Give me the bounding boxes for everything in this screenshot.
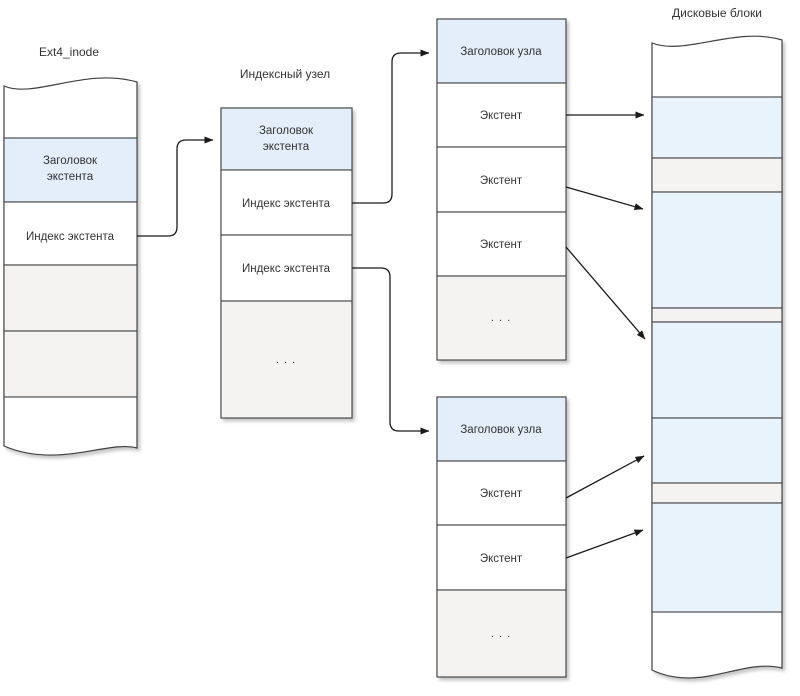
inode-header-label-line2: экстента xyxy=(47,171,94,183)
leaf-bottom-filler-cell xyxy=(436,589,567,678)
connectors xyxy=(137,49,646,559)
leaf-top-extent2-label: Экстент xyxy=(480,175,523,187)
arrow-extent2-to-disk-block2 xyxy=(565,186,644,211)
index-node-index1-cell xyxy=(220,169,353,236)
disk-gap-3 xyxy=(651,482,783,504)
disk-block-4 xyxy=(651,417,783,484)
leaf-bottom-extent1-label: Экстент xyxy=(480,488,523,500)
disk-gap-1 xyxy=(651,157,783,193)
leaf-bottom-header-cell xyxy=(436,396,567,462)
leaf-top-filler-cell xyxy=(436,275,567,361)
disk-block-2 xyxy=(651,191,783,309)
inode-header-label-line1: Заголовок xyxy=(43,155,98,167)
inode-filler-cell-1 xyxy=(3,264,138,332)
arrow-extent3-to-disk-block3 xyxy=(565,246,646,340)
leaf-node-bottom-box: Заголовок узла Экстент Экстент . . . xyxy=(436,396,567,678)
index-node-header-label-line2: экстента xyxy=(263,141,310,153)
disk-gap-2 xyxy=(651,307,783,323)
leaf-top-extent1-label: Экстент xyxy=(480,110,523,122)
disk-block-1 xyxy=(651,96,783,159)
leaf-top-header-label: Заголовок узла xyxy=(460,46,542,58)
arrow-index1-to-leaf-top xyxy=(352,49,430,204)
disk-blocks-column xyxy=(651,35,783,679)
inode-filler-cell-2 xyxy=(3,330,138,398)
leaf-top-extent1-cell xyxy=(436,82,567,148)
disk-block-3 xyxy=(651,321,783,419)
leaf-top-extent3-label: Экстент xyxy=(480,239,523,251)
leaf-bottom-ellipsis: . . . xyxy=(491,628,511,640)
inode-title: Ext4_inode xyxy=(39,45,99,59)
leaf-top-extent2-cell xyxy=(436,146,567,213)
disk-block-5 xyxy=(651,502,783,613)
inode-column: Заголовок экстента Индекс экстента xyxy=(3,77,138,456)
index-node-title: Индексный узел xyxy=(240,67,330,81)
index-node-ellipsis: . . . xyxy=(276,354,296,366)
index-node-index1-label: Индекс экстента xyxy=(242,198,331,210)
index-node-index2-label: Индекс экстента xyxy=(242,263,331,275)
leaf-bottom-extent2-cell xyxy=(436,524,567,591)
inode-index-label: Индекс экстента xyxy=(26,231,115,243)
index-node-box: Заголовок экстента Индекс экстента Индек… xyxy=(220,107,353,419)
leaf-bottom-extent2-label: Экстент xyxy=(480,553,523,565)
arrow-inode-to-index-node xyxy=(137,136,214,237)
leaf-bottom-header-label: Заголовок узла xyxy=(460,424,542,436)
inode-extent-index-cell xyxy=(3,201,138,266)
arrow-bottom-extent2-to-disk-block5 xyxy=(565,529,644,559)
index-node-header-cell xyxy=(220,107,353,171)
index-node-header-label-line1: Заголовок xyxy=(259,125,314,137)
arrow-index2-to-leaf-bottom xyxy=(352,267,430,435)
leaf-node-top-box: Заголовок узла Экстент Экстент Экстент .… xyxy=(436,18,567,361)
leaf-top-ellipsis: . . . xyxy=(491,312,511,324)
disk-blocks-title: Дисковые блоки xyxy=(672,6,762,20)
index-node-filler-cell xyxy=(220,300,353,419)
inode-extent-header-cell xyxy=(3,137,138,203)
leaf-top-header-cell xyxy=(436,18,567,84)
arrow-bottom-extent1-to-disk-block4 xyxy=(565,455,645,499)
